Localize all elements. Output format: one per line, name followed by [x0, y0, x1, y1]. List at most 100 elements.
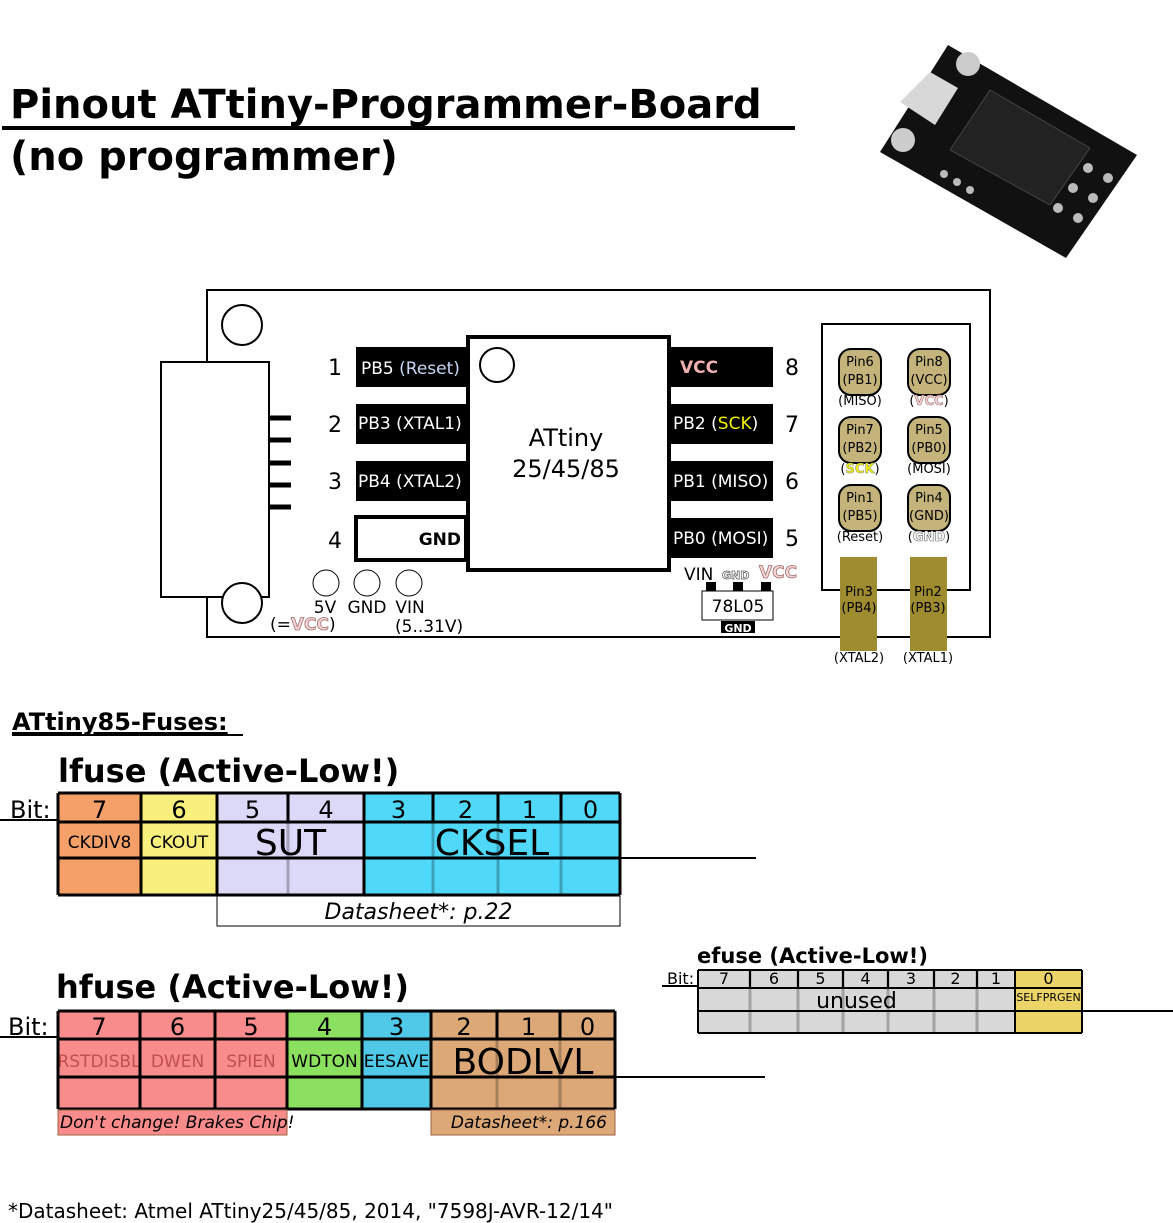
bit-number: 5 — [245, 796, 260, 824]
bit-number: 7 — [92, 796, 107, 824]
fuse-field-label: CKDIV8 — [68, 833, 132, 853]
usb-pins — [269, 415, 291, 510]
fuse-field-ckout: CKOUT — [141, 793, 217, 895]
bit-number: 6 — [170, 1013, 185, 1041]
pad-port-label: (PB5) — [842, 509, 877, 524]
bit-number: 2 — [950, 969, 960, 988]
fuses-heading: ATtiny85-Fuses: — [12, 708, 228, 736]
title-line1: Pinout ATtiny-Programmer-Board — [10, 82, 762, 128]
left-pin-1: PB5 (Reset) 1 — [328, 347, 466, 387]
svg-text:6: 6 — [785, 470, 799, 495]
usb-connector — [160, 361, 270, 598]
bit-number: 2 — [458, 796, 473, 824]
xtal-pad-pin2: Pin2(PB3) (XTAL1) — [903, 557, 953, 666]
lfuse-grid — [56, 791, 756, 897]
isp-pad-pin1: Pin1 (PB5) (Reset) — [837, 484, 883, 545]
fuse-field-dwen: DWEN — [140, 1011, 215, 1109]
bit-number: 5 — [815, 969, 825, 988]
pad-pin-label: Pin5 — [915, 423, 943, 438]
bit-number: 1 — [522, 796, 537, 824]
fuse-field-ckdiv8: CKDIV8 — [58, 793, 141, 895]
fuse-field-label: SPIEN — [226, 1052, 276, 1072]
bit-number: 3 — [389, 1013, 404, 1041]
svg-text:5: 5 — [785, 527, 799, 552]
voltage-regulator: VIN GND VCC 78L05 GND — [684, 563, 798, 635]
svg-text:PB5 (Reset): PB5 (Reset) — [361, 359, 460, 379]
left-pin-2: PB3 (XTAL1) 2 — [328, 404, 466, 444]
svg-text:VIN: VIN — [684, 565, 713, 585]
chip-name: ATtiny — [529, 424, 604, 452]
fuse-field-label: SELFPRGEN — [1016, 991, 1080, 1004]
efuse-grid — [697, 969, 1173, 1034]
fuse-field-wdton: WDTON — [287, 1011, 362, 1109]
svg-text:Don't change! Brakes Chip!: Don't change! Brakes Chip! — [60, 1113, 294, 1133]
fuse-field-sut: SUT — [217, 793, 364, 895]
svg-text:78L05: 78L05 — [712, 597, 765, 617]
fuse-note: Datasheet*: p.22 — [216, 895, 621, 927]
bit-number: 1 — [991, 969, 1001, 988]
isp-pad-pin5: Pin5(PB0)(MOSI) — [907, 416, 951, 477]
bit-label: Bit: — [667, 969, 694, 988]
pad-pin-label: Pin8 — [915, 355, 943, 370]
svg-text:(PB3): (PB3) — [910, 601, 945, 616]
bit-number: 0 — [583, 796, 598, 824]
pad-func-label: (MOSI) — [907, 462, 951, 477]
chip-variants: 25/45/85 — [512, 455, 620, 483]
xtal-pad-pin3: Pin3(PB4)(XTAL2) — [834, 557, 884, 666]
svg-text:Datasheet*: p.166: Datasheet*: p.166 — [451, 1113, 607, 1133]
bit-number: 5 — [243, 1013, 258, 1041]
svg-text:PB3 (XTAL1): PB3 (XTAL1) — [358, 414, 462, 434]
bit-number: 0 — [1043, 969, 1053, 988]
pad-port-label: (PB1) — [842, 373, 877, 388]
pad-func-label: (SCK) — [840, 462, 879, 477]
right-pin-5: PB0 (MOSI) 5 — [671, 518, 799, 558]
pad-pin-label: Pin6 — [846, 355, 874, 370]
lfuse-title: lfuse (Active-Low!) — [58, 752, 399, 790]
fuse-field-bodlvl: BODLVL — [431, 1011, 615, 1109]
fuse-field-label: EESAVE — [364, 1052, 430, 1072]
bit-number: 6 — [171, 796, 186, 824]
pad-pin-label: Pin1 — [846, 491, 874, 506]
svg-text:Pin2: Pin2 — [914, 585, 942, 600]
pad-func-label: (Reset) — [837, 530, 883, 545]
bit-number: 4 — [860, 969, 870, 988]
svg-text:GND: GND — [348, 598, 387, 618]
regulator-pin — [706, 582, 716, 591]
fuse-note: Don't change! Brakes Chip! — [57, 1109, 294, 1136]
fuse-field-label: DWEN — [151, 1052, 204, 1072]
svg-text:1: 1 — [328, 356, 342, 381]
hfuse-table: hfuse (Active-Low!) Bit: RSTDISBL DWEN SPIEN… — [0, 968, 765, 1136]
svg-text:(PB4): (PB4) — [841, 601, 876, 616]
bit-number: 3 — [391, 796, 406, 824]
pad-port-label: (GND) — [909, 509, 949, 524]
svg-text:(XTAL1): (XTAL1) — [903, 651, 953, 666]
efuse-title: efuse (Active-Low!) — [697, 944, 928, 968]
mounting-hole — [221, 304, 263, 346]
fuse-note: Datasheet*: p.166 — [430, 1109, 616, 1136]
svg-text:2: 2 — [328, 413, 342, 438]
fuse-field-rstdisbl: RSTDISBL — [57, 1011, 141, 1109]
svg-text:VIN: VIN — [395, 598, 424, 618]
bit-number: 7 — [91, 1013, 106, 1041]
bit-number: 4 — [318, 796, 333, 824]
regulator-pin — [761, 582, 771, 591]
header-pads-icon — [940, 163, 1113, 223]
svg-text:(5..31V): (5..31V) — [395, 617, 463, 637]
isp-pad-pin8: Pin8(VCC)(VCC) — [907, 348, 951, 409]
right-pin-8: VCC 8 — [671, 347, 799, 387]
svg-text:5V: 5V — [314, 598, 337, 618]
hfuse-grid — [56, 1009, 765, 1111]
pin1-marker — [479, 347, 515, 383]
left-pin-3: PB4 (XTAL2) 3 — [328, 461, 466, 501]
svg-text:Datasheet*: p.22: Datasheet*: p.22 — [325, 900, 513, 925]
svg-text:GND: GND — [419, 530, 461, 550]
pad-func-label: (GND) — [908, 530, 951, 545]
bit-number: 4 — [317, 1013, 332, 1041]
right-pin-7: PB2 (SCK) 7 — [671, 404, 799, 444]
fuse-field-unused: unused — [698, 970, 1015, 1033]
hfuse-title: hfuse (Active-Low!) — [56, 968, 409, 1006]
svg-text:8: 8 — [785, 356, 799, 381]
bit-number: 1 — [521, 1013, 536, 1041]
svg-text:PB1 (MISO): PB1 (MISO) — [673, 472, 768, 492]
pad-func-label: (MISO) — [838, 394, 882, 409]
